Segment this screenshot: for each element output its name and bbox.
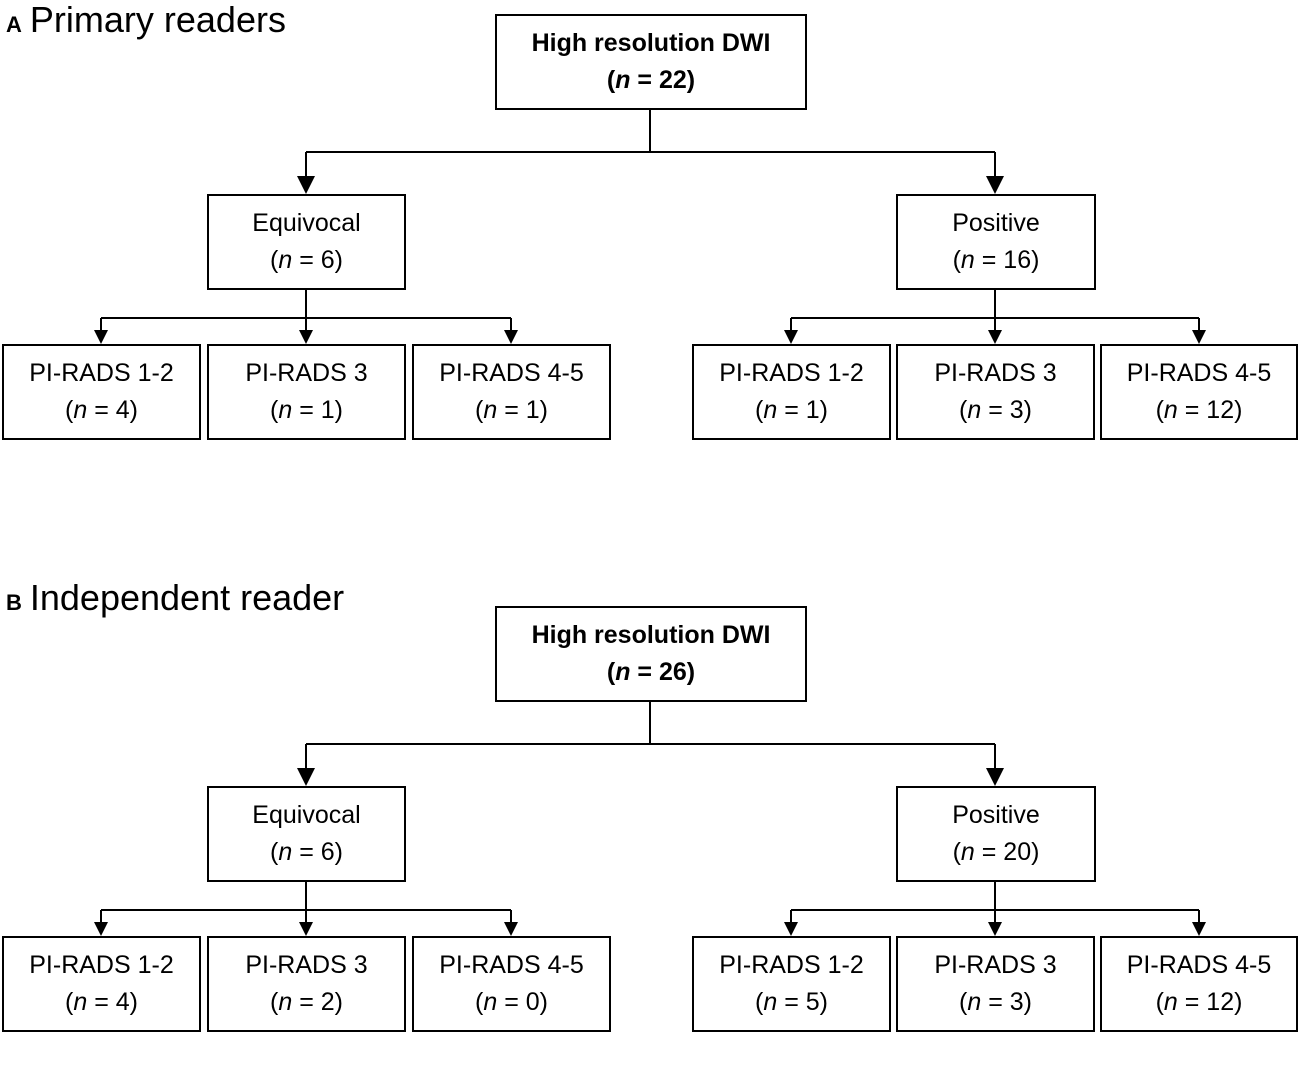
- branch-label: Positive: [952, 801, 1040, 829]
- arrowhead: [988, 922, 1002, 936]
- panel-heading: Primary readers: [29, 0, 286, 40]
- arrowhead: [986, 176, 1004, 194]
- panel-title: A Primary readers: [6, 2, 286, 38]
- leaf-box: PI-RADS 3 (n = 1): [207, 344, 406, 440]
- leaf-box: PI-RADS 3 (n = 3): [896, 344, 1095, 440]
- panel-heading: Independent reader: [29, 577, 345, 618]
- branch-count: (n = 6): [270, 246, 343, 274]
- leaf-box: PI-RADS 4-5 (n = 0): [412, 936, 611, 1032]
- leaf-label: PI-RADS 4-5: [1126, 951, 1272, 979]
- arrowhead: [1192, 330, 1206, 344]
- branch-label: Positive: [952, 209, 1040, 237]
- leaf-box: PI-RADS 1-2 (n = 1): [692, 344, 891, 440]
- arrowhead: [504, 922, 518, 936]
- panel-letter: B: [6, 590, 22, 615]
- leaf-box: PI-RADS 4-5 (n = 12): [1100, 344, 1298, 440]
- arrowhead: [299, 330, 313, 344]
- arrowhead: [297, 768, 315, 786]
- arrowhead: [988, 330, 1002, 344]
- leaf-label: PI-RADS 1-2: [29, 359, 174, 387]
- arrowhead: [94, 330, 108, 344]
- leaf-label: PI-RADS 3: [245, 359, 368, 387]
- root-count: (n = 26): [606, 658, 696, 686]
- arrowhead: [1192, 922, 1206, 936]
- leaf-label: PI-RADS 4-5: [439, 951, 584, 979]
- leaf-box: PI-RADS 3 (n = 3): [896, 936, 1095, 1032]
- leaf-box: PI-RADS 1-2 (n = 4): [2, 936, 201, 1032]
- root-label: High resolution DWI: [531, 29, 771, 57]
- leaf-count: (n = 1): [475, 396, 548, 424]
- branch-count: (n = 20): [952, 838, 1040, 866]
- leaf-label: PI-RADS 1-2: [29, 951, 174, 979]
- arrowhead: [297, 176, 315, 194]
- leaf-box: PI-RADS 4-5 (n = 12): [1100, 936, 1298, 1032]
- leaf-count: (n = 1): [270, 396, 343, 424]
- equivocal-box: Equivocal (n = 6): [207, 194, 406, 290]
- root-count: (n = 22): [606, 66, 696, 94]
- arrowhead: [504, 330, 518, 344]
- branch-label: Equivocal: [252, 209, 361, 237]
- leaf-label: PI-RADS 4-5: [1126, 359, 1272, 387]
- arrowhead: [299, 922, 313, 936]
- leaf-count: (n = 1): [755, 396, 828, 424]
- branch-label: Equivocal: [252, 801, 361, 829]
- leaf-box: PI-RADS 3 (n = 2): [207, 936, 406, 1032]
- leaf-box: PI-RADS 4-5 (n = 1): [412, 344, 611, 440]
- leaf-label: PI-RADS 4-5: [439, 359, 584, 387]
- leaf-count: (n = 3): [959, 988, 1032, 1016]
- branch-count: (n = 16): [952, 246, 1040, 274]
- leaf-label: PI-RADS 3: [934, 359, 1057, 387]
- arrowhead: [986, 768, 1004, 786]
- arrowheads: [94, 768, 1206, 936]
- arrowheads: [94, 176, 1206, 344]
- panel-letter: A: [6, 12, 22, 37]
- leaf-count: (n = 0): [475, 988, 548, 1016]
- leaf-label: PI-RADS 1-2: [719, 951, 864, 979]
- arrowhead: [94, 922, 108, 936]
- root-box: High resolution DWI (n = 26): [495, 606, 807, 702]
- leaf-box: PI-RADS 1-2 (n = 5): [692, 936, 891, 1032]
- panel-title: B Independent reader: [6, 580, 344, 616]
- root-label: High resolution DWI: [531, 621, 771, 649]
- connector-lines: [94, 702, 1206, 936]
- branch-count: (n = 6): [270, 838, 343, 866]
- leaf-count: (n = 5): [755, 988, 828, 1016]
- root-box: High resolution DWI (n = 22): [495, 14, 807, 110]
- equivocal-box: Equivocal (n = 6): [207, 786, 406, 882]
- positive-box: Positive (n = 20): [896, 786, 1096, 882]
- leaf-count: (n = 12): [1155, 396, 1243, 424]
- leaf-label: PI-RADS 1-2: [719, 359, 864, 387]
- leaf-count: (n = 3): [959, 396, 1032, 424]
- leaf-count: (n = 4): [65, 396, 138, 424]
- leaf-label: PI-RADS 3: [245, 951, 368, 979]
- leaf-count: (n = 2): [270, 988, 343, 1016]
- positive-box: Positive (n = 16): [896, 194, 1096, 290]
- leaf-box: PI-RADS 1-2 (n = 4): [2, 344, 201, 440]
- arrowhead: [784, 330, 798, 344]
- leaf-label: PI-RADS 3: [934, 951, 1057, 979]
- arrowhead: [784, 922, 798, 936]
- connector-lines: [94, 110, 1206, 344]
- leaf-count: (n = 12): [1155, 988, 1243, 1016]
- leaf-count: (n = 4): [65, 988, 138, 1016]
